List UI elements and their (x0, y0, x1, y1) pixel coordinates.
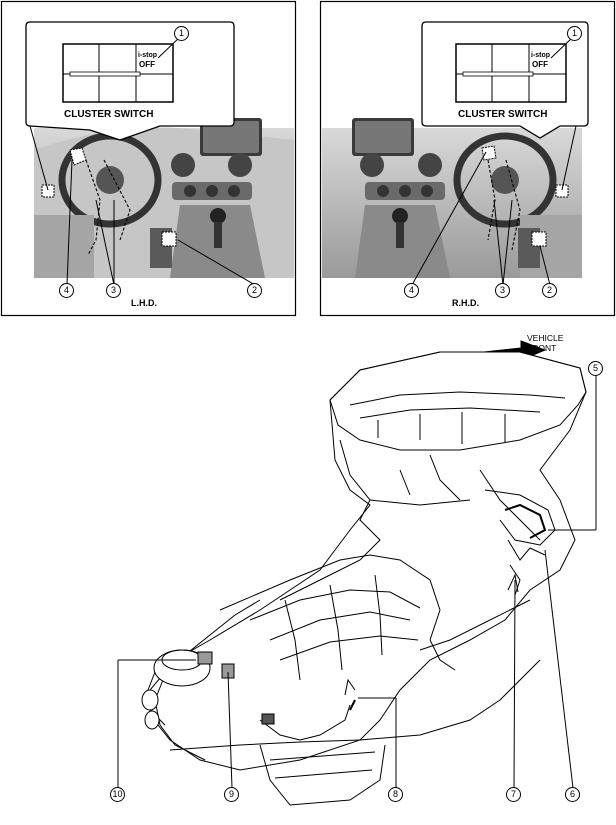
rhd-switch-off-text: OFF (532, 60, 548, 69)
lhd-callout-2: 2 (247, 283, 262, 298)
rhd-panel: i-stop OFF CLUSTER SWITCH 1 4 3 2 R.H.D. (320, 0, 616, 317)
rhd-switch-istop-text: i-stop (531, 52, 551, 59)
engine-transmission-drawing (141, 340, 587, 806)
rhd-callout-3: 3 (495, 283, 510, 298)
lhd-callout-4: 4 (59, 283, 74, 298)
engine-view: VEHICLE FRONT 5 6 7 8 9 10 (0, 317, 616, 825)
engine-callout-7: 7 (506, 787, 521, 802)
lhd-callout-1: 1 (174, 26, 189, 41)
lhd-caption: L.H.D. (131, 298, 157, 308)
leader-lines (117, 374, 597, 789)
engine-callout-5: 5 (588, 361, 603, 376)
lhd-dashboard-photo (34, 118, 294, 278)
vehicle-front-label-line1: VEHICLE (527, 333, 564, 343)
lhd-callout-3: 3 (106, 283, 121, 298)
lhd-switch-off-text: OFF (139, 60, 155, 69)
engine-callout-6: 6 (565, 787, 580, 802)
lhd-switch-istop-text: i-stop (138, 52, 158, 59)
engine-callout-8: 8 (388, 787, 403, 802)
rhd-callout-4: 4 (404, 283, 419, 298)
vehicle-front-label-line2: FRONT (527, 343, 557, 353)
lhd-inset-title: CLUSTER SWITCH (64, 109, 154, 120)
rhd-callout-2: 2 (542, 283, 557, 298)
rhd-callout-1: 1 (567, 26, 582, 41)
engine-callout-10: 10 (110, 787, 125, 802)
rhd-caption: R.H.D. (452, 298, 479, 308)
rhd-inset-title: CLUSTER SWITCH (458, 109, 548, 120)
engine-callout-9: 9 (224, 787, 239, 802)
lhd-panel: i-stop OFF CLUSTER SWITCH 1 4 3 2 L.H.D. (0, 0, 297, 317)
